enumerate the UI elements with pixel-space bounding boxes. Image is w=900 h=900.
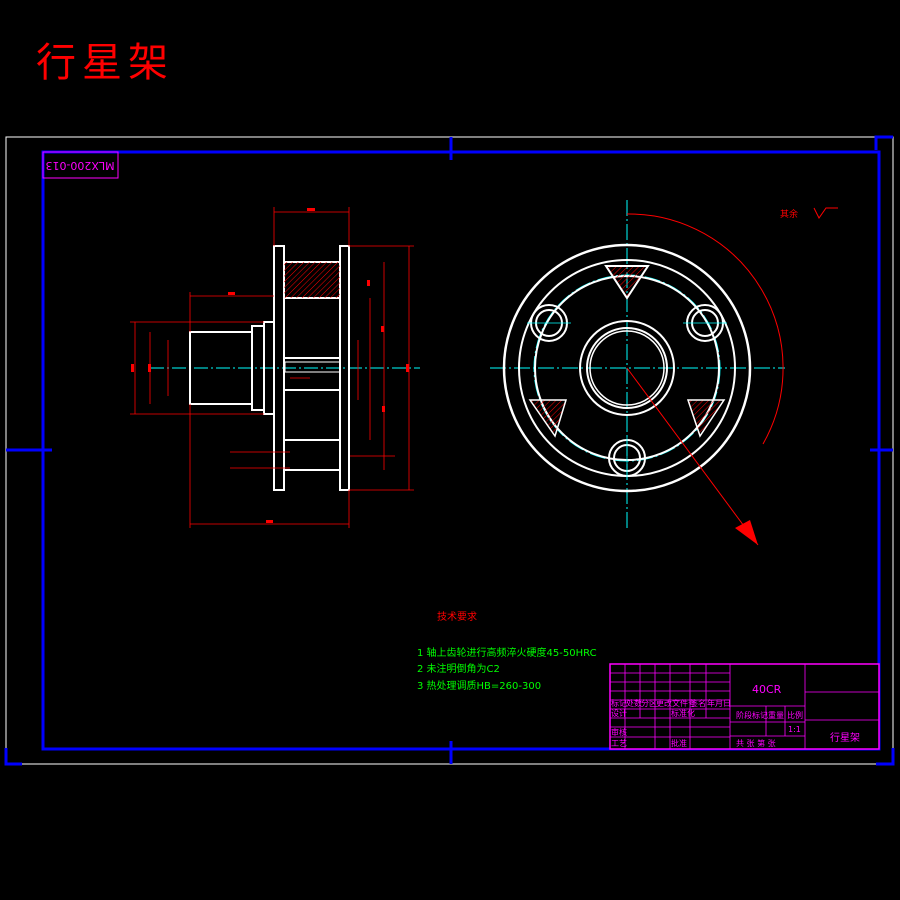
inner-frame <box>41 150 881 751</box>
tb-scale-value: 1:1 <box>788 725 801 734</box>
tech-req-item-1: 1 轴上齿轮进行高频淬火硬度45-50HRC <box>417 646 597 659</box>
front-view <box>490 200 785 546</box>
tech-req-item-2: 2 未注明倒角为C2 <box>417 662 500 675</box>
tb-review: 审核 <box>611 727 627 737</box>
surface-note: 其余 <box>780 207 838 220</box>
tech-req-item-3: 3 热处理调质HB=260-300 <box>417 679 541 692</box>
tb-row-1: 标记 <box>611 698 627 708</box>
tb-standard: 标准化 <box>671 708 695 718</box>
tech-req-heading: 技术要求 <box>437 610 477 623</box>
tb-weight: 重量 <box>768 710 784 720</box>
side-dim-text <box>131 208 409 523</box>
centering-marks <box>4 135 895 766</box>
drawing-number: MLX200-013 <box>45 159 114 172</box>
tb-row-5: 签名 <box>690 698 706 708</box>
tb-approve: 批准 <box>671 738 687 748</box>
tb-part-name: 行星架 <box>830 731 860 744</box>
side-section-view <box>150 245 420 491</box>
tb-row-3: 分区 <box>641 699 657 708</box>
drawing-number-box: MLX200-013 <box>42 151 119 179</box>
tech-requirements: 技术要求 1 轴上齿轮进行高频淬火硬度45-50HRC 2 未注明倒角为C2 3… <box>417 610 597 692</box>
tb-scale: 比例 <box>787 710 803 720</box>
tb-design: 设计 <box>611 708 627 718</box>
tb-process: 工艺 <box>611 739 627 748</box>
title-block: 40CR 标记 处数 分区 更改文件号 签名 年月日 设计 标准化 审核 工艺 … <box>609 663 880 750</box>
tb-sheet: 共 张 第 张 <box>736 738 776 748</box>
material-text: 40CR <box>752 683 782 696</box>
tb-row-6: 年月日 <box>707 698 731 708</box>
tb-row-4: 更改文件号 <box>656 698 696 708</box>
drawing-title: 行星架 <box>36 40 174 86</box>
svg-text:其余: 其余 <box>780 208 798 220</box>
tb-row-2: 处数 <box>626 698 642 708</box>
tb-stage: 阶段标记 <box>736 710 768 720</box>
